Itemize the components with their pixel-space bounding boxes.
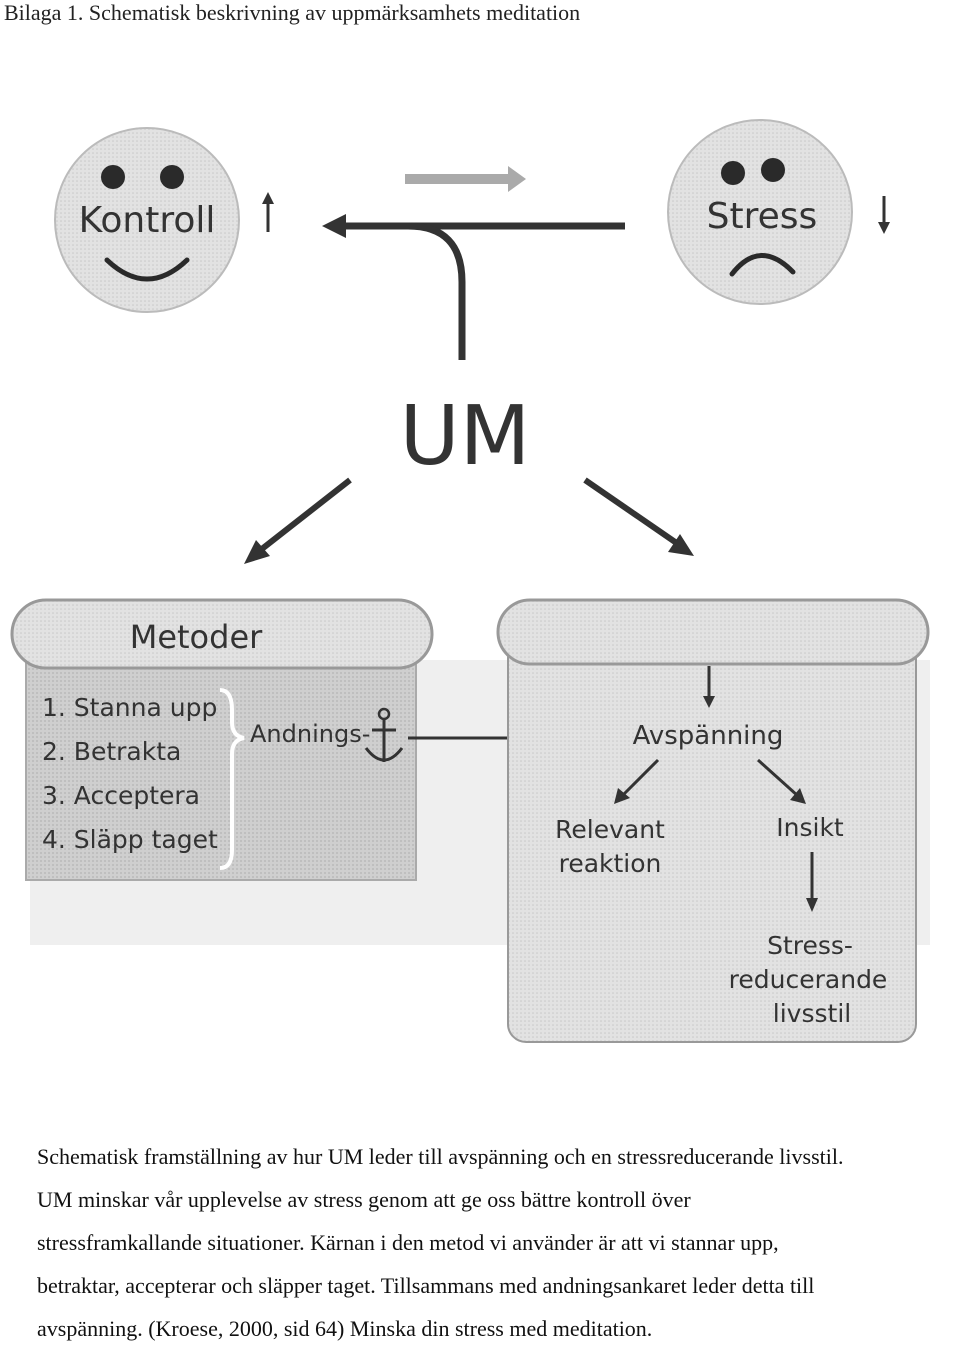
relax-right-arrow-icon <box>756 758 806 804</box>
stress-label: Stress <box>707 196 818 237</box>
caption-line-3: stressframkallande situationer. Kärnan i… <box>37 1230 779 1255</box>
anchor-label: Andnings- <box>250 720 370 748</box>
um-label: UM <box>400 389 531 484</box>
kontroll-label: Kontroll <box>79 200 216 241</box>
um-right-arrow-icon <box>583 477 694 556</box>
relax-label: Avspänning <box>633 721 784 751</box>
increase-arrow-icon <box>262 192 274 232</box>
insight-label: Insikt <box>776 813 844 842</box>
page-header: Bilaga 1. Schematisk beskrivning av uppm… <box>4 0 581 25</box>
relevant-reaction-line1: Relevant <box>555 815 665 844</box>
down-arrow-relax-icon <box>703 666 715 708</box>
stress-face-icon <box>667 119 853 305</box>
metoder-box <box>10 598 434 881</box>
result-box <box>496 598 930 1043</box>
stress-reducing-line3: livsstil <box>773 999 851 1028</box>
redirect-arrow-icon <box>322 214 625 360</box>
caption-line-5: avspänning. (Kroese, 2000, sid 64) Minsk… <box>37 1316 653 1341</box>
method-item-4: 4. Släpp taget <box>42 825 218 854</box>
kontroll-face-icon <box>54 127 240 313</box>
method-item-3: 3. Acceptera <box>42 781 200 810</box>
metoder-title: Metoder <box>130 618 263 656</box>
um-left-arrow-icon <box>244 477 352 564</box>
caption-line-4: betraktar, accepterar och släpper taget.… <box>37 1273 815 1298</box>
decrease-arrow-icon <box>878 196 890 234</box>
um-diagram: Kontroll Stress UM <box>10 119 930 1043</box>
stress-reducing-line1: Stress- <box>767 931 853 960</box>
insight-down-arrow-icon <box>806 852 818 912</box>
caption-line-1: Schematisk framställning av hur UM leder… <box>37 1144 844 1169</box>
caption: Schematisk framställning av hur UM leder… <box>37 1135 937 1350</box>
relevant-reaction-line2: reaktion <box>559 849 662 878</box>
caption-line-2: UM minskar vår upplevelse av stress geno… <box>37 1187 691 1212</box>
relax-left-arrow-icon <box>614 758 660 804</box>
anchor-icon <box>364 707 404 762</box>
methods-brace <box>219 688 245 870</box>
method-item-1: 1. Stanna upp <box>42 693 217 722</box>
stress-reducing-line2: reducerande <box>729 965 888 994</box>
gray-right-arrow-icon <box>405 166 526 192</box>
method-item-2: 2. Betrakta <box>42 737 181 766</box>
